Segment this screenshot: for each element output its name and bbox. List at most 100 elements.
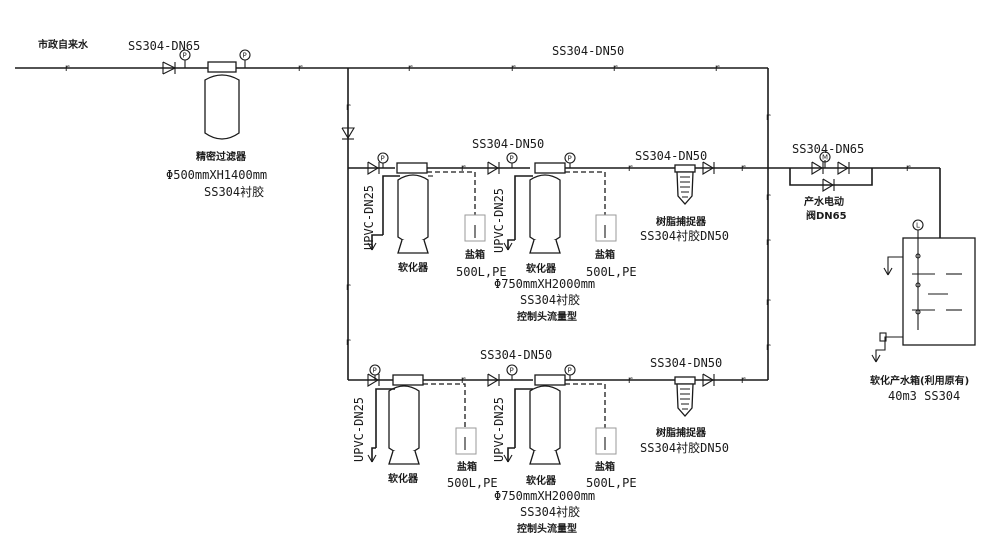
pipe-mark: r	[765, 297, 771, 308]
softener-label-lower-mid: 软化器	[526, 474, 557, 487]
lower-right-check-valve-icon	[702, 373, 715, 387]
brine-tank-spec-lower-mid: 500L,PE	[586, 476, 637, 490]
upper-mid-check-valve-icon	[487, 161, 500, 175]
pipe-mark: r	[345, 102, 351, 113]
bypass-riser-valve-icon	[341, 127, 355, 140]
pipe-mark: r	[64, 63, 70, 74]
softener-material-upper: SS304衬胶	[520, 292, 580, 307]
pipe-mark: r	[765, 112, 771, 123]
upvc-label-lower-left: UPVC-DN25	[352, 397, 366, 462]
upper-mid-drain-lines	[503, 175, 533, 251]
pipe-mark: r	[765, 192, 771, 203]
lower-mid-check-valve-icon	[487, 373, 500, 387]
resin-trap-upper-name: 树脂捕捉器	[656, 215, 707, 228]
pipe-mark: r	[905, 163, 911, 174]
gauge-label: P	[183, 52, 187, 60]
upper-check-valve-icon	[367, 161, 380, 175]
brine-line-lower-mid	[565, 383, 617, 455]
product-water-tank	[871, 237, 976, 363]
softener-material-lower: SS304衬胶	[520, 504, 580, 519]
lower-mid-pipe-label: SS304-DN50	[480, 348, 552, 362]
gauge-label: M	[822, 154, 828, 162]
resin-trap-upper-icon	[674, 164, 696, 205]
softener-label-lower-left: 软化器	[388, 472, 419, 485]
gauge-label: P	[373, 367, 377, 375]
city-water-label: 市政自来水	[38, 38, 89, 51]
motor-valve-label-line1: 产水电动	[804, 195, 844, 208]
pipe-mark: r	[345, 282, 351, 293]
gauge-p-icon: P	[369, 364, 381, 380]
gauge-label: P	[510, 367, 514, 375]
softener-vessel-upper-left	[396, 162, 433, 254]
pipe-mark: r	[460, 163, 466, 174]
resin-trap-lower-icon	[674, 376, 696, 417]
inlet-valve-icon	[162, 61, 177, 75]
softener-label-upper-mid: 软化器	[526, 262, 557, 275]
gauge-p-icon: P	[179, 49, 191, 68]
pipe-mark: r	[297, 63, 303, 74]
softener-label-upper-left: 软化器	[398, 261, 429, 274]
softener-vessel-lower-left	[388, 374, 424, 465]
brine-tank-name-upper-mid: 盐箱	[595, 248, 615, 261]
pipe-mark: r	[627, 163, 633, 174]
lower-right-pipe-label: SS304-DN50	[650, 356, 722, 370]
brine-tank-spec-upper-left: 500L,PE	[456, 265, 507, 279]
pipe-mark: r	[714, 63, 720, 74]
gauge-label: P	[243, 52, 247, 60]
gauge-p-icon: P	[506, 152, 518, 168]
pipe-mark: r	[510, 63, 516, 74]
upper-mid-pipe-label: SS304-DN50	[472, 137, 544, 151]
precision-filter-material: SS304衬胶	[204, 184, 264, 199]
resin-trap-lower-spec: SS304衬胶DN50	[640, 440, 729, 455]
resin-trap-lower-name: 树脂捕捉器	[656, 426, 707, 439]
softener-size-upper: Φ750mmXH2000mm	[494, 277, 595, 291]
gauge-label: P	[568, 367, 572, 375]
bypass-pipe-label: SS304-DN65	[792, 142, 864, 156]
lower-left-drain-lines	[367, 388, 395, 463]
pipe-mark: r	[765, 237, 771, 248]
motor-valve-bypass-loop	[789, 168, 873, 186]
gauge-label: P	[381, 155, 385, 163]
upper-left-drain-lines	[367, 175, 400, 251]
top-header-label: SS304-DN50	[552, 44, 624, 58]
brine-line-upper-mid	[565, 171, 617, 242]
motor-gauge-icon: M	[819, 151, 831, 163]
brine-tank-spec-upper-mid: 500L,PE	[586, 265, 637, 279]
softener-size-lower: Φ750mmXH2000mm	[494, 489, 595, 503]
resin-trap-upper-spec: SS304衬胶DN50	[640, 228, 729, 243]
gauge-p-icon: P	[239, 49, 251, 68]
gauge-label: L	[916, 222, 920, 230]
pipe-mark: r	[627, 375, 633, 386]
softener-control-upper: 控制头流量型	[517, 310, 577, 323]
brine-line-upper-left	[427, 171, 486, 242]
gauge-label: P	[510, 155, 514, 163]
product-tank-name: 软化产水箱(利用原有)	[870, 374, 969, 387]
pipe-mark: r	[407, 63, 413, 74]
pipe-mark: r	[765, 342, 771, 353]
brine-tank-name-upper-left: 盐箱	[465, 248, 485, 261]
pipe-mark: r	[740, 163, 746, 174]
pipe-marks: r r r r r r r r r r r r r r r r r r r r …	[64, 63, 911, 386]
softener-vessel-lower-mid	[529, 374, 566, 465]
gauge-p-icon: P	[377, 152, 389, 168]
inlet-pipe-label: SS304-DN65	[128, 39, 200, 53]
pipe-mark: r	[345, 337, 351, 348]
gauge-p-icon: P	[506, 364, 518, 380]
lower-mid-drain-lines	[503, 388, 533, 463]
upvc-label-upper-left: UPVC-DN25	[362, 185, 376, 250]
upper-right-pipe-label: SS304-DN50	[635, 149, 707, 163]
pipe-mark: r	[740, 375, 746, 386]
brine-tank-name-lower-mid: 盐箱	[595, 460, 615, 473]
upvc-label-lower-mid: UPVC-DN25	[492, 397, 506, 462]
level-gauge-icon: L	[912, 219, 924, 238]
pipe-mark: r	[460, 375, 466, 386]
gauge-p-icon: P	[564, 364, 576, 380]
brine-tank-name-lower-left: 盐箱	[457, 460, 477, 473]
brine-tank-spec-lower-left: 500L,PE	[447, 476, 498, 490]
upper-right-check-valve-icon	[702, 161, 715, 175]
upvc-label-upper-mid: UPVC-DN25	[492, 188, 506, 253]
gauge-label: P	[568, 155, 572, 163]
softener-control-lower: 控制头流量型	[517, 522, 577, 535]
